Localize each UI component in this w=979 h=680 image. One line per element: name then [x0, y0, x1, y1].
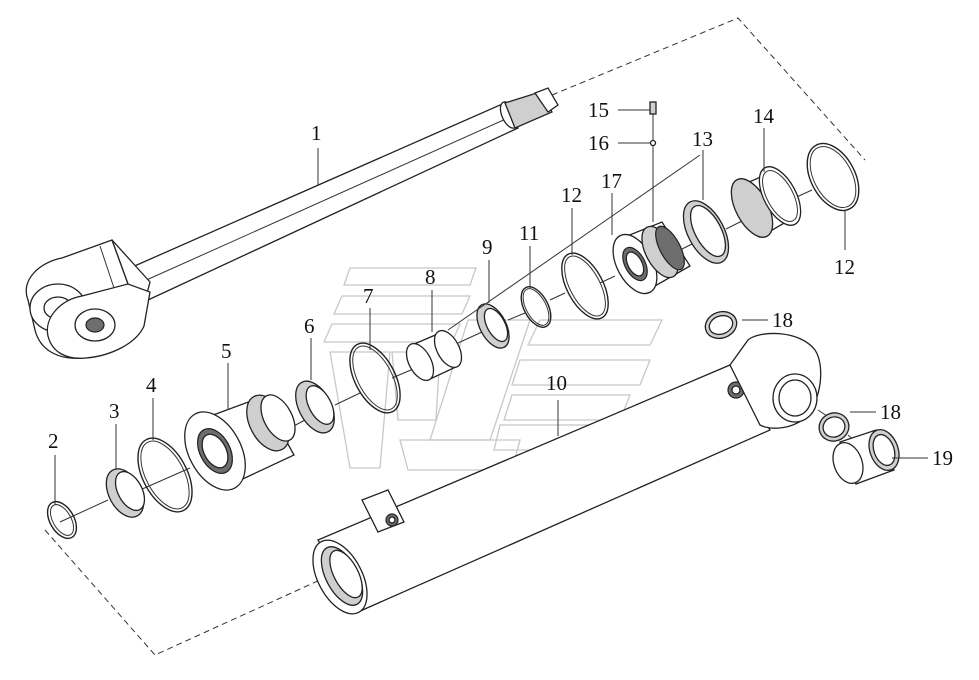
callout-3: 3: [109, 399, 120, 423]
callout-18-lower: 18: [880, 400, 901, 424]
callout-9: 9: [482, 235, 493, 259]
part-o-ring-large: [137, 437, 193, 513]
callout-1: 1: [311, 121, 322, 145]
part-bushing: [405, 329, 463, 382]
part-o-ring-7: [349, 342, 401, 414]
callout-18-upper: 18: [772, 308, 793, 332]
part-bearing-bush: [832, 429, 900, 485]
part-bushing-ring-lower: [818, 412, 850, 442]
part-o-ring-12-right: [806, 142, 860, 212]
part-small-seal: [105, 468, 146, 518]
callout-15: 15: [588, 98, 609, 122]
callout-10: 10: [546, 371, 567, 395]
callout-16: 16: [588, 131, 609, 155]
assembly-guide-lines: [44, 17, 866, 656]
part-seal-9: [476, 303, 510, 349]
part-snap-ring: [46, 500, 78, 540]
part-bushing-ring-upper: [704, 310, 738, 340]
callout-19: 19: [932, 446, 953, 470]
callout-labels: 1 2 3 4 5 6 7 8 9 10 11 12 12 13 14 15 1…: [48, 98, 953, 470]
callout-5: 5: [221, 339, 232, 363]
callout-12-right: 12: [834, 255, 855, 279]
part-piston-rod: [25, 87, 559, 359]
part-set-screw: [649, 101, 657, 222]
callout-8: 8: [425, 265, 436, 289]
part-o-ring-12-left: [561, 252, 609, 320]
callout-14: 14: [753, 104, 775, 128]
callout-4: 4: [146, 373, 157, 397]
part-seal-13: [682, 200, 730, 264]
callout-11: 11: [519, 221, 539, 245]
callout-17: 17: [601, 169, 622, 193]
callout-12-left: 12: [561, 183, 582, 207]
part-guide-sleeve: [184, 394, 296, 491]
part-o-ring-11: [520, 286, 552, 328]
callout-6: 6: [304, 314, 315, 338]
callout-13: 13: [692, 127, 713, 151]
callout-7: 7: [363, 284, 374, 308]
callout-leaders: [54, 109, 928, 505]
part-piston: [612, 221, 691, 295]
part-cylinder-barrel: [312, 332, 822, 615]
part-guide-ring: [730, 166, 802, 238]
part-steel-ball: [649, 139, 657, 147]
part-wiper-ring: [295, 380, 335, 434]
callout-2: 2: [48, 429, 59, 453]
